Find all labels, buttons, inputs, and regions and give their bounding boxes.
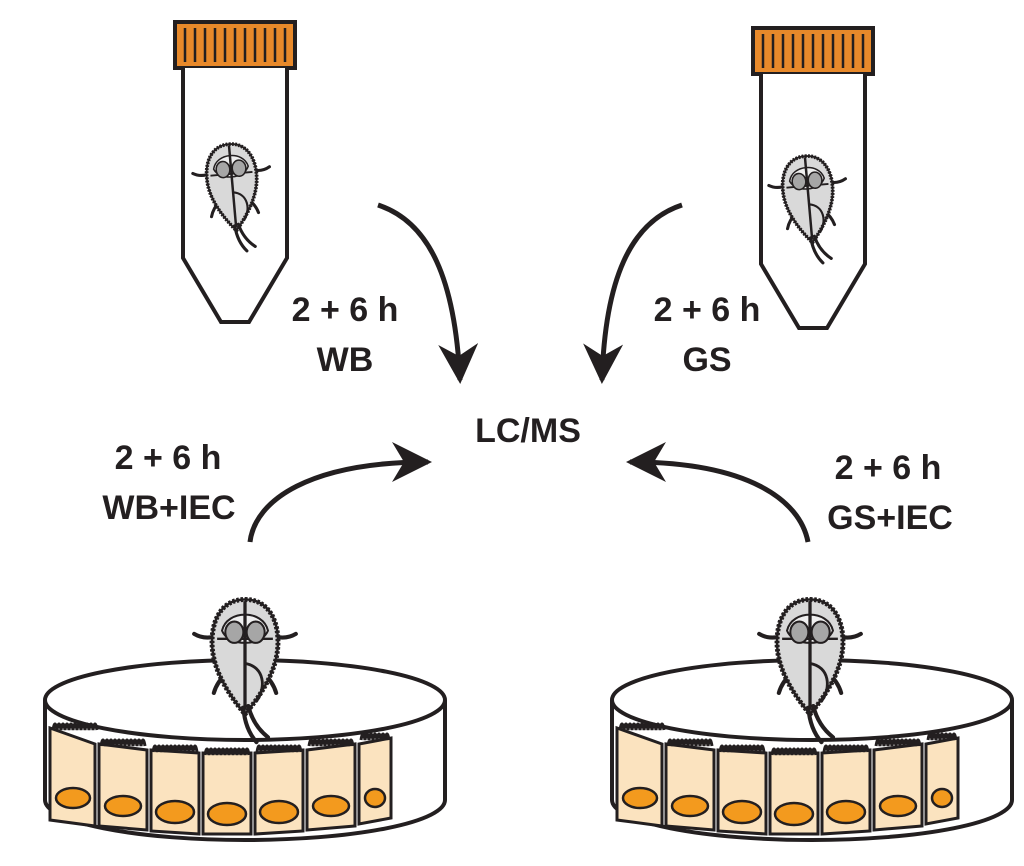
tube-gs-icon (751, 26, 875, 330)
well-gs-iec-icon (610, 599, 1014, 842)
arrow-gs-iec-icon (626, 442, 811, 543)
condition-gs-time: 2 + 6 h (653, 291, 761, 329)
condition-gs-medium: GS (682, 341, 732, 379)
condition-wb-time: 2 + 6 h (291, 291, 399, 329)
condition-wb-iec-time: 2 + 6 h (114, 439, 222, 477)
center-label: LC/MS (475, 412, 581, 450)
arrow-gs-icon (583, 202, 683, 384)
arrow-wb-icon (377, 202, 479, 384)
condition-wb-medium: WB (316, 341, 374, 379)
condition-gs-iec-time: 2 + 6 h (834, 449, 942, 487)
tube-wb-icon (173, 20, 297, 324)
condition-gs-iec-medium: GS+IEC (827, 499, 953, 537)
well-wb-iec-icon (43, 599, 447, 842)
condition-wb-iec-medium: WB+IEC (102, 489, 236, 527)
arrow-wb-iec-icon (247, 442, 432, 543)
